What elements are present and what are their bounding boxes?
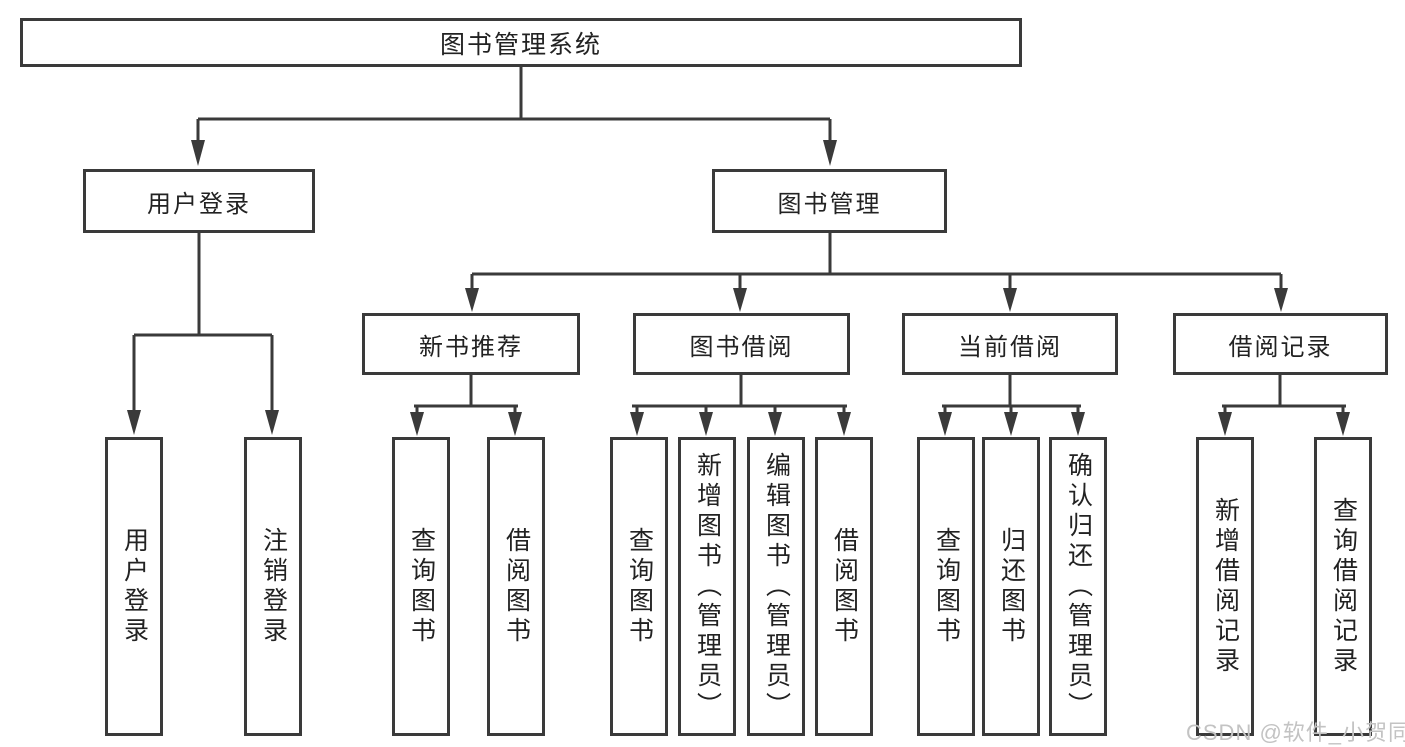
node-label: 新书推荐: [419, 333, 523, 361]
leaf-borrow-books-borrowing: 借阅图书: [815, 437, 873, 736]
leaf-query-books-current: 查询图书: [917, 437, 975, 736]
connector-root-to-level2: [191, 67, 837, 166]
node-label: 编辑图书（管理员）: [762, 451, 791, 722]
leaf-query-books-borrowing: 查询图书: [610, 437, 668, 736]
connector-book-management-to-level3: [465, 233, 1288, 312]
node-label: 图书借阅: [689, 333, 794, 361]
node-label: 借阅图书: [502, 526, 531, 647]
leaf-add-books-admin: 新增图书（管理员）: [678, 437, 736, 736]
node-label: 图书管理: [777, 190, 882, 218]
node-label: 用户登录: [120, 526, 149, 647]
leaf-add-borrow-record: 新增借阅记录: [1196, 437, 1254, 736]
node-label: 查询图书: [932, 526, 961, 647]
connector-user-login-branch: [127, 233, 279, 435]
node-label: 查询图书: [625, 526, 654, 647]
node-label: 当前借阅: [958, 333, 1062, 361]
node-current-borrowing: 当前借阅: [902, 313, 1118, 375]
node-label: 归还图书: [997, 526, 1026, 647]
leaf-user-login: 用户登录: [105, 437, 163, 736]
node-borrowing-records: 借阅记录: [1173, 313, 1388, 375]
leaf-confirm-return-admin: 确认归还（管理员）: [1049, 437, 1107, 736]
node-label: 新增借阅记录: [1211, 496, 1240, 677]
node-label: 注销登录: [259, 526, 288, 647]
connector-new-book-branch: [410, 375, 522, 436]
node-label: 新增图书（管理员）: [693, 451, 722, 722]
leaf-query-borrow-record: 查询借阅记录: [1314, 437, 1372, 736]
connector-borrowing-records-branch: [1218, 375, 1350, 436]
node-book-borrowing: 图书借阅: [633, 313, 850, 375]
node-label: 借阅记录: [1228, 333, 1333, 361]
node-new-book-recommendation: 新书推荐: [362, 313, 580, 375]
leaf-logout-login: 注销登录: [244, 437, 302, 736]
leaf-edit-books-admin: 编辑图书（管理员）: [747, 437, 805, 736]
node-label: 查询图书: [407, 526, 436, 647]
node-user-login: 用户登录: [83, 169, 315, 233]
node-library-management-system: 图书管理系统: [20, 18, 1022, 67]
node-label: 查询借阅记录: [1329, 496, 1358, 677]
node-label: 用户登录: [147, 190, 251, 218]
node-label: 借阅图书: [830, 526, 859, 647]
leaf-return-books: 归还图书: [982, 437, 1040, 736]
node-label: 确认归还（管理员）: [1064, 451, 1093, 722]
connector-current-borrowing-branch: [938, 375, 1085, 436]
node-label: 图书管理系统: [439, 30, 602, 59]
connector-book-borrowing-branch: [630, 375, 851, 436]
node-book-management: 图书管理: [712, 169, 947, 233]
watermark: CSDN @软件_小贺同学: [1186, 720, 1405, 745]
leaf-borrow-books-recommend: 借阅图书: [487, 437, 545, 736]
leaf-query-books-recommend: 查询图书: [392, 437, 450, 736]
